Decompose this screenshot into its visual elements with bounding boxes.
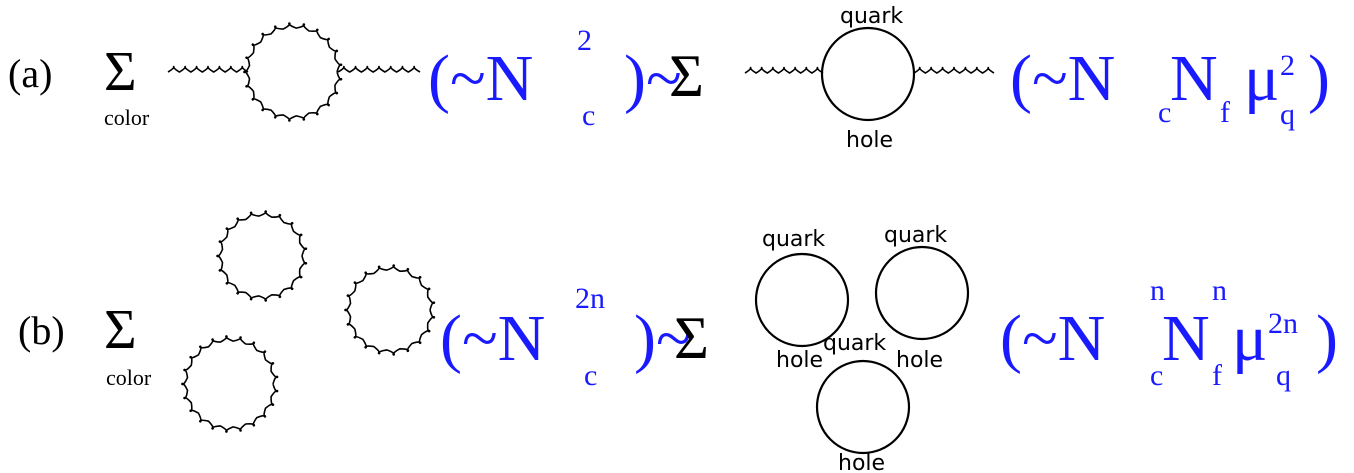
row-a-rhs-sub1: c [1158, 96, 1171, 129]
row-a-gluon-line-left [167, 65, 249, 73]
row-b-loop2-top-label: quark [884, 223, 947, 248]
row-b-loop1-bottom-label: hole [776, 348, 823, 373]
row-a-lhs-sup: 2 [577, 24, 592, 57]
row-b-gluon-loop-top [216, 210, 308, 302]
row-b-gluon-loop-bottom [181, 335, 279, 433]
row-b-rhs-sub1: c [1150, 359, 1163, 392]
row-b-loop1-top-label: quark [762, 227, 825, 252]
row-b-tag: (b) [18, 308, 65, 353]
row-b-rhs-mu: μ [1232, 302, 1267, 375]
row-a-loop-bottom-label: hole [846, 128, 893, 153]
row-a-rhs-sup: 2 [1280, 49, 1295, 82]
row-b-rhs-sup3: 2n [1268, 307, 1298, 340]
row-a-sum-symbol: Σ [104, 41, 137, 103]
row-a-gluon-loop [243, 22, 343, 122]
row-b-lhs-sub: c [584, 359, 597, 392]
row-b-loop2-bottom-label: hole [896, 348, 943, 373]
row-b-lhs-sup: 2n [575, 282, 605, 315]
row-b-sum2-symbol: Σ [674, 305, 709, 371]
row-a-gluon-line-right [337, 65, 421, 73]
row-a-tag: (a) [8, 51, 52, 96]
row-b-gluon-loop-right [344, 264, 436, 356]
row-b-rhs-sub2: f [1212, 359, 1222, 392]
row-b-lhs-close: )~ [634, 302, 692, 375]
row-b: (b) Σ color (~N 2n c )~ Σ quark hole qua… [18, 210, 1338, 473]
row-b-rhs-close: ) [1316, 302, 1338, 375]
row-a-lhs-open: (~N [428, 42, 533, 115]
row-b-loop3-bottom-label: hole [838, 451, 885, 473]
row-a-loop-top-label: quark [840, 4, 903, 29]
row-a-quark-loop [820, 26, 916, 122]
row-b-sum-symbol: Σ [104, 299, 137, 361]
row-a-sum2-symbol: Σ [669, 43, 704, 109]
row-a-rhs-mid: N [1170, 42, 1218, 115]
row-b-sum-subscript: color [106, 365, 152, 390]
row-b-quark-loop-3 [815, 359, 911, 455]
row-a: (a) Σ color (~N 2 c )~ Σ quark hole (~N … [8, 4, 1330, 153]
row-a-lhs-sub: c [582, 99, 595, 132]
row-a-sum-subscript: color [104, 105, 150, 130]
row-b-rhs-open: (~N [1000, 302, 1105, 375]
row-a-lhs-close: )~ [624, 42, 682, 115]
row-b-quark-loop-2 [874, 245, 970, 341]
row-a-rhs-mu: μ [1244, 42, 1279, 115]
row-b-lhs-open: (~N [440, 302, 545, 375]
row-b-quark-loop-1 [754, 252, 850, 348]
row-b-rhs-sup2: n [1212, 274, 1227, 307]
row-a-gluon-out [913, 66, 995, 74]
row-a-rhs-close: ) [1308, 42, 1330, 115]
row-a-gluon-in [744, 66, 824, 74]
row-b-rhs-sup1: n [1150, 274, 1165, 307]
row-a-rhs-sub2: f [1220, 96, 1230, 129]
row-b-rhs-sub3: q [1276, 359, 1291, 392]
row-b-loop3-top-label: quark [823, 331, 886, 356]
row-b-rhs-mid: N [1162, 302, 1210, 375]
row-a-rhs-sub3: q [1280, 98, 1295, 131]
row-a-rhs-open: (~N [1010, 42, 1115, 115]
